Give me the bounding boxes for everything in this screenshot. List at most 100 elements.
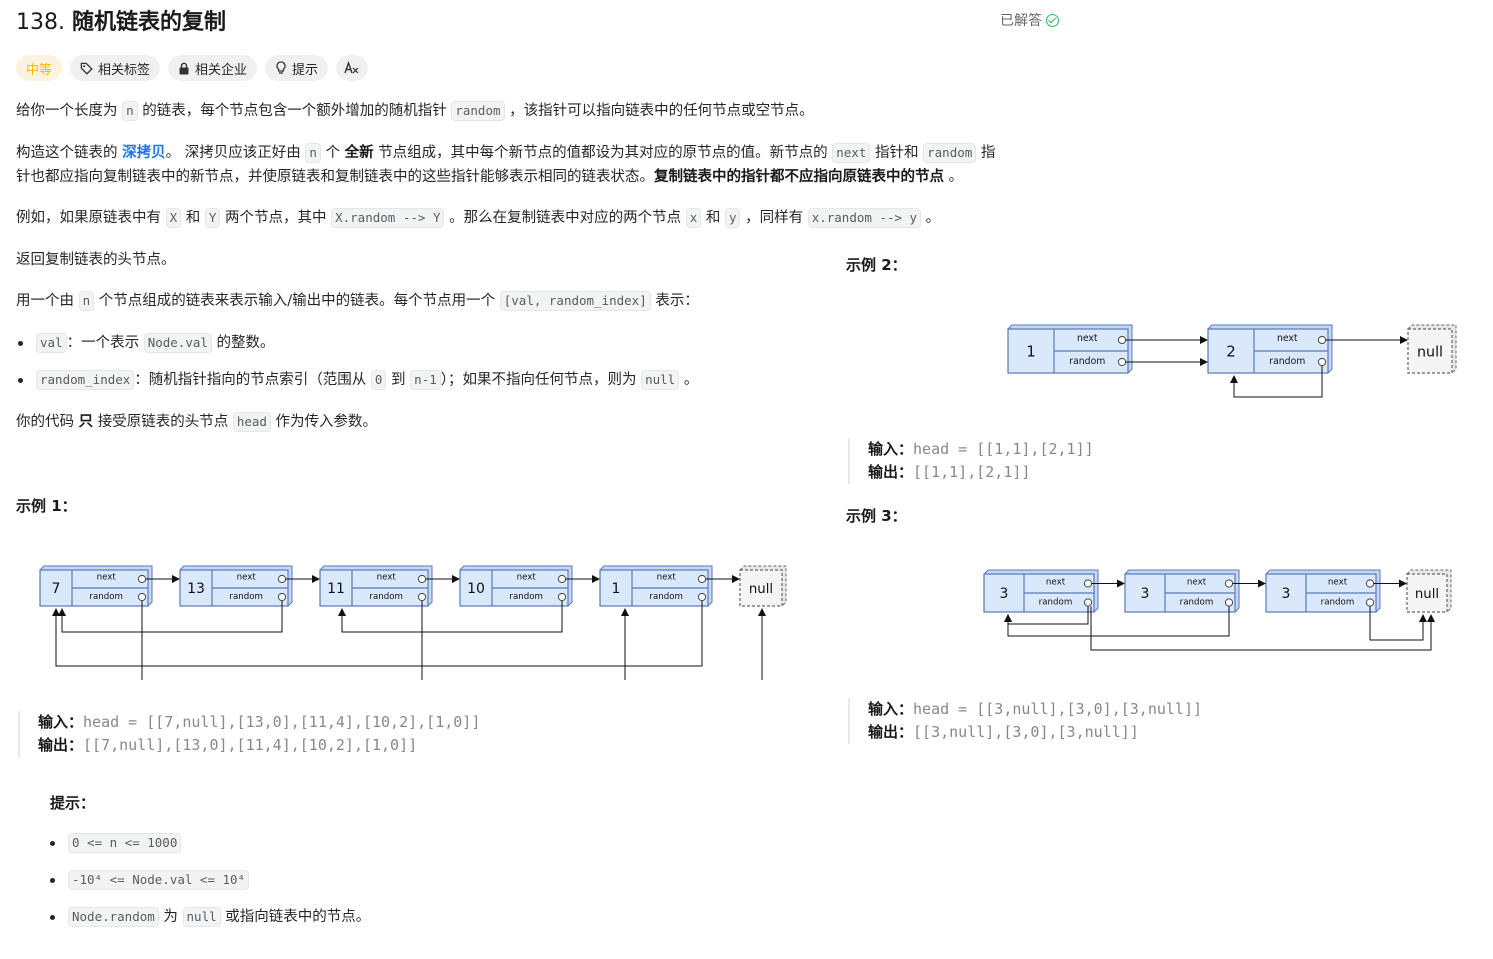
- random-port: [557, 592, 567, 602]
- next-label: next: [657, 573, 677, 583]
- related-companies-label: 相关企业: [195, 62, 248, 78]
- solved-status: 已解答: [1000, 10, 1059, 30]
- example-3-io: 输入：head = [[3,null],[3,0],[3,null]] 输出：[…: [848, 698, 1202, 744]
- random-port: [137, 592, 147, 602]
- random-arrow: [1090, 606, 1435, 651]
- desc-paragraph-4: 返回复制链表的头节点。: [16, 252, 176, 268]
- example-3-input: head = [[3,null],[3,0],[3,null]]: [913, 700, 1202, 718]
- list-item: 0 <= n <= 1000: [48, 831, 648, 855]
- deep-copy-link[interactable]: 深拷贝: [122, 145, 166, 161]
- null-box: [1407, 328, 1453, 374]
- solved-label: 已解答: [1000, 13, 1042, 29]
- lock-icon: [179, 62, 189, 74]
- list-item: -10⁴ <= Node.val <= 10⁴: [48, 868, 648, 892]
- node-value: 3: [1282, 586, 1291, 602]
- null-box: [1406, 573, 1448, 613]
- related-tags-label: 相关标签: [98, 62, 151, 78]
- node-value: 10: [467, 581, 485, 597]
- example-1-output: [[7,null],[13,0],[11,4],[10,2],[1,0]]: [83, 736, 418, 754]
- format-list: val：一个表示 Node.val 的整数。 random_index：随机指针…: [16, 331, 816, 392]
- random-label: random: [509, 592, 543, 602]
- node-value: 3: [1000, 586, 1009, 602]
- example-1-input: head = [[7,null],[13,0],[11,4],[10,2],[1…: [83, 713, 481, 731]
- next-port: [1224, 579, 1234, 588]
- hint-label: 提示: [292, 62, 319, 78]
- next-port: [1083, 579, 1093, 588]
- example-3-output: [[3,null],[3,0],[3,null]]: [913, 723, 1139, 741]
- example-2-input: head = [[1,1],[2,1]]: [913, 440, 1094, 458]
- hints-title: 提示：: [50, 794, 96, 812]
- next-port: [417, 574, 427, 584]
- next-label: next: [237, 573, 257, 583]
- random-port: [1083, 598, 1093, 607]
- next-label: next: [1077, 333, 1098, 344]
- random-label: random: [89, 592, 123, 602]
- random-label: random: [229, 592, 263, 602]
- random-label: random: [1039, 597, 1073, 607]
- next-label: next: [1187, 577, 1207, 587]
- code-n: n: [122, 101, 138, 121]
- next-port: [137, 574, 147, 584]
- next-label: next: [1328, 577, 1348, 587]
- random-port: [277, 592, 287, 602]
- next-port: [277, 574, 287, 584]
- tag-bar: 中等 相关标签 相关企业 提示: [16, 55, 369, 81]
- related-tags-button[interactable]: 相关标签: [70, 55, 161, 81]
- node-value: 13: [187, 581, 205, 597]
- example-3-title: 示例 3：: [846, 507, 907, 525]
- node-value: 11: [327, 581, 345, 597]
- node-value: 1: [612, 581, 621, 597]
- random-arrow: [1230, 366, 1323, 398]
- difficulty-label: 中等: [26, 62, 53, 78]
- example-2-output: [[1,1],[2,1]]: [913, 463, 1031, 481]
- desc-paragraph-2: 构造这个链表的 深拷贝。 深拷贝应该正好由 n 个 全新 节点组成，其中每个新节…: [16, 143, 996, 185]
- node-value: 2: [1226, 342, 1236, 360]
- translate-button[interactable]: [336, 55, 369, 81]
- random-label: random: [649, 592, 683, 602]
- null-label: null: [1415, 587, 1439, 602]
- random-port: [697, 592, 707, 602]
- example-1-io: 输入：head = [[7,null],[13,0],[11,4],[10,2]…: [18, 711, 480, 757]
- code-random: random: [451, 101, 505, 121]
- random-port: [1224, 598, 1234, 607]
- random-arrow: [338, 601, 563, 633]
- next-port: [1117, 335, 1127, 345]
- tag-icon: [80, 62, 93, 75]
- random-port: [1317, 357, 1327, 367]
- example-1-diagram: 7 next random 13 next random 11 next random 10 nex…: [39, 565, 787, 680]
- next-port: [1317, 335, 1327, 345]
- example-2-io: 输入：head = [[1,1],[2,1]] 输出：[[1,1],[2,1]]: [848, 438, 1094, 484]
- random-label: random: [1180, 597, 1214, 607]
- null-label: null: [749, 582, 773, 597]
- bulb-icon: [276, 61, 286, 74]
- list-item: Node.random 为 null 或指向链表中的节点。: [48, 905, 648, 929]
- next-port: [1365, 579, 1375, 588]
- random-port: [417, 592, 427, 602]
- desc-paragraph-6: 你的代码 只 接受原链表的头节点 head 作为传入参数。: [16, 412, 378, 432]
- random-arrow: [58, 601, 283, 633]
- node-value: 3: [1141, 586, 1150, 602]
- related-companies-button[interactable]: 相关企业: [168, 55, 258, 81]
- random-arrow: [52, 601, 703, 667]
- hints-list: 0 <= n <= 1000 -10⁴ <= Node.val <= 10⁴ N…: [48, 831, 648, 929]
- problem-name: 随机链表的复制: [71, 10, 226, 35]
- random-port: [1365, 598, 1375, 607]
- hint-button[interactable]: 提示: [265, 55, 329, 81]
- node-value: 7: [52, 581, 61, 597]
- random-label: random: [1321, 597, 1355, 607]
- random-label: random: [369, 592, 403, 602]
- random-arrow: [1369, 606, 1427, 641]
- next-label: next: [517, 573, 537, 583]
- random-label: random: [1069, 356, 1105, 367]
- random-arrow: [421, 601, 629, 680]
- difficulty-badge[interactable]: 中等: [16, 55, 63, 81]
- list-item: val：一个表示 Node.val 的整数。: [16, 331, 816, 355]
- desc-paragraph-3: 例如，如果原链表中有 X 和 Y 两个节点，其中 X.random --> Y …: [16, 208, 941, 228]
- random-port: [1117, 357, 1127, 367]
- problem-number: 138.: [16, 10, 65, 35]
- next-label: next: [97, 573, 117, 583]
- page-title: 138. 随机链表的复制: [16, 4, 226, 36]
- next-label: next: [377, 573, 397, 583]
